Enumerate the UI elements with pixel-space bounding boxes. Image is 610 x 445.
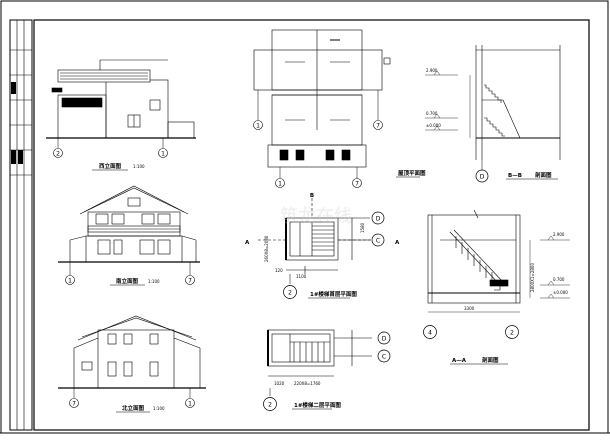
axis-label-north-right: 1 [188, 401, 192, 408]
axis-bubble [283, 285, 297, 299]
stair1-axis-d: D [376, 216, 381, 223]
axis-bubble [53, 148, 63, 158]
section-aa [427, 209, 521, 304]
axis-bubble [69, 398, 79, 408]
axis-bubble [65, 275, 75, 285]
stair-plan-1 [258, 198, 372, 274]
stair1-axis-c: C [376, 238, 380, 245]
section-bb-labels: 2.900 0.700 ±0.000 D B—B 剖面图 [425, 68, 558, 183]
north-elevation [58, 315, 206, 389]
axis-bubble [352, 178, 362, 188]
stair1-cut-a-right: A [395, 240, 400, 246]
north-elevation-title: 北立面图 [122, 404, 145, 412]
stair1-cut-b: B [310, 193, 314, 199]
stair1-title: 1#楼梯首层平面图 [310, 290, 357, 298]
axis-label-roof-left: 1 [256, 123, 260, 130]
axis-bubble [371, 211, 385, 225]
section-bb [475, 45, 561, 160]
stair2-title: 1#楼梯二层平面图 [294, 401, 341, 409]
axis-bubble [275, 178, 285, 188]
section-aa-labels: 2.900 0.700 ±0.000 2800X1=2800 3300 4 2 … [423, 232, 570, 365]
stair2-dim-1020: 1020 [274, 381, 285, 386]
bb-elev-top: 2.900 [426, 68, 438, 73]
aa-axis-left: 4 [428, 330, 432, 337]
north-elevation-grid: 7 1 北立面图 1:100 [69, 388, 195, 413]
watermark: 筑龙在线 [280, 206, 352, 227]
axis-label-west-right: 1 [161, 151, 165, 158]
bb-title: B—B [508, 173, 522, 179]
stair-plan-1-labels: B A A D C 2 1100 120 1580 260X8=2080 1#楼… [245, 193, 400, 299]
stair1-dim-120: 120 [275, 268, 283, 273]
axis-label-north-left: 7 [72, 401, 76, 408]
aa-axis-right: 2 [510, 330, 514, 337]
bb-elev-mid: 0.700 [426, 111, 438, 116]
south-elevation-grid: 1 7 南立面图 1:100 [65, 262, 195, 286]
axis-label-west-left: 2 [56, 151, 60, 158]
bb-elev-base: ±0.000 [426, 123, 441, 128]
roof-plan-title: 屋顶平面图 [398, 169, 426, 177]
axis-bubble [253, 120, 263, 130]
axis-label-roof-bottom-right: 7 [355, 181, 359, 188]
axis-label-south-right: 7 [188, 278, 192, 285]
south-elevation-title: 南立面图 [116, 277, 139, 285]
west-elevation-title: 西立面图 [99, 162, 122, 170]
south-elevation [58, 185, 200, 263]
axis-bubble [423, 325, 437, 339]
stair1-cut-a-left: A [245, 240, 250, 246]
axis-bubble [505, 325, 519, 339]
axis-bubble [377, 349, 391, 363]
axis-label-roof-right: 7 [376, 123, 380, 130]
axis-bubble [475, 169, 489, 183]
aa-dim-right: 2800X1=2800 [530, 263, 535, 292]
north-elevation-scale: 1:100 [153, 406, 165, 411]
aa-title-suffix: 剖面图 [482, 356, 499, 364]
stair-plan-2 [267, 329, 372, 377]
aa-elev-mid: 0.700 [553, 277, 565, 282]
stair2-axis-d: D [382, 336, 387, 343]
axis-label-roof-bottom-left: 1 [278, 181, 282, 188]
bb-title-suffix: 剖面图 [535, 171, 552, 179]
axis-bubble [371, 233, 385, 247]
axis-label-south-left: 1 [68, 278, 72, 285]
axis-bubble [158, 148, 168, 158]
south-elevation-scale: 1:100 [148, 279, 160, 284]
title-block-strip [9, 19, 33, 431]
aa-elev-base: ±0.000 [553, 290, 568, 295]
stair2-axis-c: C [382, 354, 386, 361]
stair1-dim-1580: 1580 [360, 222, 365, 233]
roof-plan-grid: 1 7 1 7 屋顶平面图 [253, 90, 426, 188]
stair1-dim-1100: 1100 [296, 274, 307, 279]
stair2-dim-1760: 220X8=1760 [294, 381, 321, 386]
west-elevation [46, 59, 196, 139]
axis-bubble [373, 120, 383, 130]
axis-bubble [185, 275, 195, 285]
stair1-dim-2080: 260X8=2080 [264, 235, 269, 262]
west-elevation-scale: 1:100 [133, 164, 145, 169]
stair-plan-2-labels: D C 1020 220X8=1760 2 1#楼梯二层平面图 [263, 331, 391, 411]
west-elevation-grid: 2 1 西立面图 1:100 [53, 138, 168, 171]
aa-elev-top: 2.900 [553, 232, 565, 237]
axis-bubble [263, 397, 277, 411]
stair2-axis-2: 2 [268, 402, 272, 409]
roof-plan [253, 29, 391, 168]
bb-axis: D [480, 174, 485, 181]
drawing-frame [33, 19, 590, 431]
axis-bubble [185, 398, 195, 408]
aa-dim-bottom: 3300 [464, 306, 475, 311]
stair1-axis-2: 2 [288, 290, 292, 297]
axis-bubble [377, 331, 391, 345]
aa-title: A—A [452, 358, 467, 364]
